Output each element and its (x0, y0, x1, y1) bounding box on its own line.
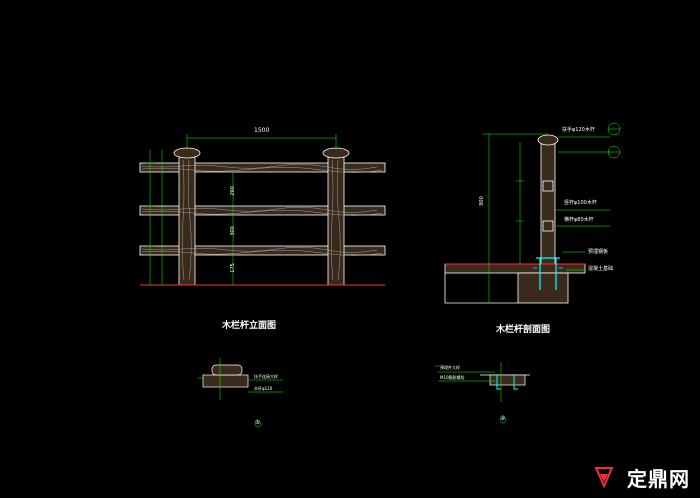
section-callout-1: 扶手φ120木杆 (562, 127, 595, 133)
elevation-dim-1: 290 (229, 186, 236, 196)
detail-a (198, 358, 283, 428)
section-callout-3: 横杆φ80木杆 (564, 217, 594, 223)
section-cap (537, 134, 559, 146)
watermark-logo (594, 467, 614, 489)
section-callout-5: 混凝土基础 (588, 266, 614, 272)
detail-b-note-1: 预埋件大样 (440, 365, 460, 370)
bottom-rail (139, 245, 386, 256)
detail-b-note-2: M10膨胀螺栓 (440, 375, 465, 380)
section-height-dim: 900 (478, 196, 485, 206)
section-slab (444, 273, 518, 304)
anchor-bolt (536, 257, 560, 290)
left-post (178, 154, 196, 286)
elevation-title: 木栏杆立面图 (222, 321, 277, 331)
watermark-text: 定鼎网 (627, 467, 690, 491)
detail-a-note-1: 扶手连接大样 (254, 374, 278, 379)
detail-a-note-2: 木杆φ120 (254, 386, 273, 391)
elevation-dim-3: 175 (229, 263, 236, 273)
detail-b (435, 362, 530, 424)
middle-rail (139, 205, 386, 216)
railing-elevation (139, 147, 386, 286)
railing-section (444, 134, 586, 304)
section-callout-4: 预埋钢板 (588, 249, 609, 255)
section-foundation (517, 272, 569, 304)
section-dimensions (483, 122, 621, 303)
section-post (540, 141, 556, 265)
section-callout-2: 竖杆φ100木杆 (564, 200, 597, 206)
elevation-dim-2: 300 (229, 226, 236, 236)
section-rail-1 (542, 180, 554, 192)
section-deck (444, 263, 586, 274)
top-rail (139, 162, 386, 173)
section-rail-2 (542, 220, 554, 232)
detail-b-label: ② (500, 415, 506, 422)
detail-a-label: ① (255, 419, 261, 426)
elevation-top-dimension: 1500 (254, 127, 270, 134)
right-post (327, 154, 345, 286)
elevation-dimensions (146, 134, 337, 285)
section-title: 木栏杆剖面图 (496, 325, 551, 335)
watermark: 定鼎网 (603, 463, 690, 492)
